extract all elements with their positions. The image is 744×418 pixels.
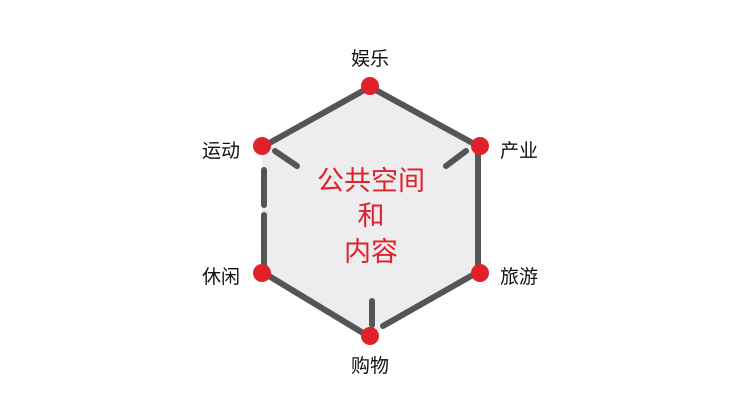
node-label-yule: 娱乐 (351, 48, 389, 70)
center-title-line-1: 公共空间 (317, 166, 425, 197)
node-label-yundong: 运动 (202, 140, 240, 162)
center-title-line-2: 和 (358, 201, 385, 232)
node-dot-xiuxian (253, 264, 271, 282)
hexagon-background (262, 86, 480, 336)
node-label-chanye: 产业 (500, 140, 538, 162)
hexagon-outline (261, 85, 481, 339)
node-label-lvyou: 旅游 (500, 266, 538, 288)
node-label-gouwu: 购物 (351, 355, 389, 377)
node-dot-lvyou (471, 264, 489, 282)
node-label-xiuxian: 休闲 (202, 266, 240, 288)
node-dot-gouwu (361, 327, 379, 345)
center-title-line-3: 内容 (344, 237, 398, 268)
node-dot-yundong (253, 137, 271, 155)
node-dots (253, 77, 489, 345)
node-dot-chanye (471, 137, 489, 155)
node-dot-yule (361, 77, 379, 95)
